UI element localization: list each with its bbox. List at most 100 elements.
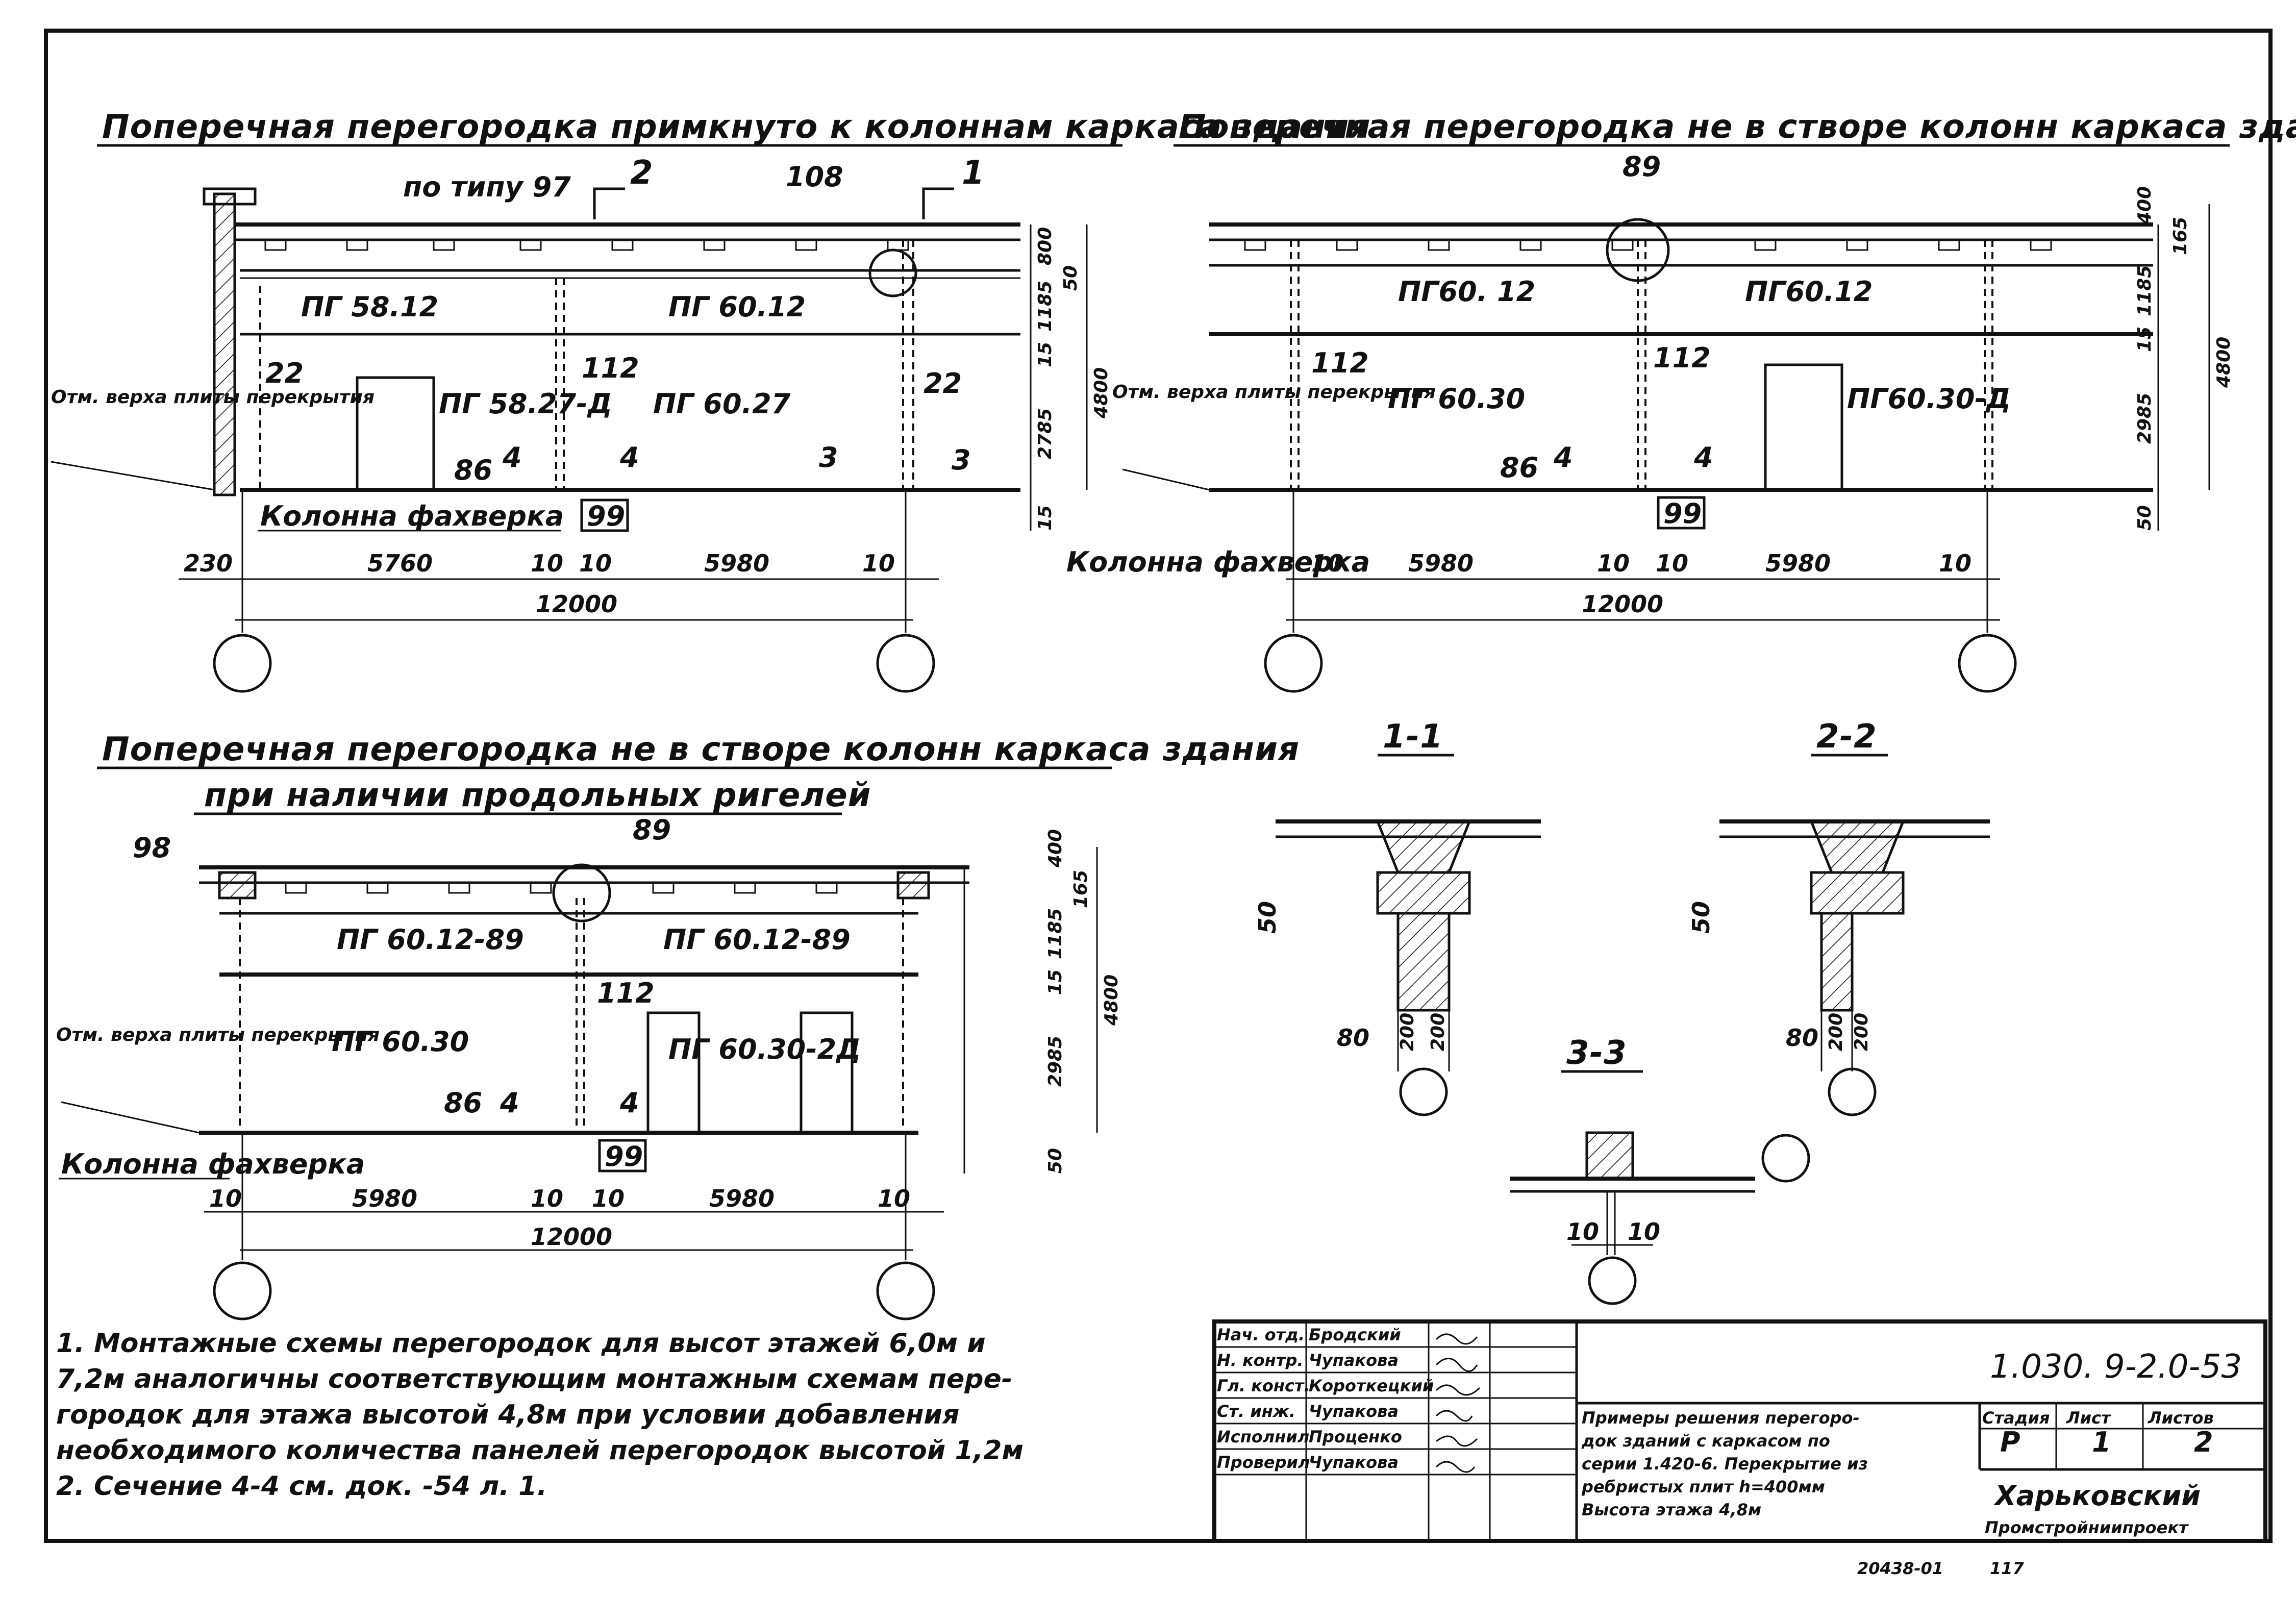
view1-mark-22-left: 22 xyxy=(265,357,304,389)
tb-name-2: Чупакова xyxy=(1309,1351,1399,1370)
view3-title-2: при наличии продольных ригелей xyxy=(204,777,871,814)
view1-panel-pg60-12: ПГ 60.12 xyxy=(668,291,806,323)
sheet-frame xyxy=(44,29,2273,1543)
view1-dim-5980: 5980 xyxy=(704,550,769,577)
view1-dim-230: 230 xyxy=(184,550,233,577)
view2-dim-5980a: 5980 xyxy=(1408,550,1474,577)
view2-dim-total: 12000 xyxy=(1582,590,1663,618)
tb-role-3: Гл. конст. xyxy=(1217,1376,1310,1395)
view2-cut-4a: 4 xyxy=(1553,441,1573,473)
view1-mark-22-right: 22 xyxy=(924,367,962,400)
sec11-dim-80: 80 xyxy=(1337,1024,1369,1052)
view3-dim-1185: 1185 xyxy=(1045,908,1066,959)
view3-door-2 xyxy=(800,1011,854,1134)
view1-cut-3a: 3 xyxy=(819,441,838,473)
view-3-partition-with-girders: Поперечная перегородка не в створе колон… xyxy=(56,731,1300,1320)
view2-title: Поперечная перегородка не в створе колон… xyxy=(1179,108,2296,146)
view3-axis-right xyxy=(876,1261,935,1320)
view1-cut-4b: 4 xyxy=(619,441,639,473)
view2-dim-400: 400 xyxy=(2134,186,2155,225)
tb-sheets-header: Листов xyxy=(2148,1408,2214,1428)
tb-doc-code: 1.030. 9-2.0-53 xyxy=(1990,1348,2242,1386)
view1-dim-total: 12000 xyxy=(536,590,617,618)
tb-page-number: 117 xyxy=(1990,1559,2025,1578)
view3-panel-pg60-30: ПГ 60.30 xyxy=(332,1026,469,1058)
view3-dim-15: 15 xyxy=(1045,969,1066,995)
sec11-dim-200a: 200 xyxy=(1397,1013,1418,1051)
view-1-partition-at-columns: Поперечная перегородка примкнуто к колон… xyxy=(51,108,1371,693)
view2-dim-5980b: 5980 xyxy=(1765,550,1831,577)
sec11-dim-200b: 200 xyxy=(1428,1013,1449,1051)
view1-mark-86: 86 xyxy=(454,454,492,486)
view3-panel-pg60-12-89b: ПГ 60.12-89 xyxy=(663,924,851,956)
tb-role-2: Н. контр. xyxy=(1217,1351,1304,1370)
view3-dim-400: 400 xyxy=(1045,829,1066,868)
view1-panel-pg58-27d: ПГ 58.27-Д xyxy=(439,388,612,420)
tb-sheet-value: 1 xyxy=(2092,1426,2111,1458)
note-1-line-2: 7,2м аналогичны соответствующим монтажны… xyxy=(56,1364,1012,1394)
view1-dim-5760: 5760 xyxy=(367,550,433,577)
view2-dim-1185: 1185 xyxy=(2134,265,2155,316)
sec33-title: 3-3 xyxy=(1566,1034,1627,1072)
tb-name-1: Бродский xyxy=(1309,1325,1401,1344)
view2-panel-pg60-30d: ПГ60.30-Д xyxy=(1847,383,2011,415)
view1-dim-15b: 15 xyxy=(1035,505,1056,531)
view-2-partition-off-columns: Поперечная перегородка не в створе колон… xyxy=(1066,108,2296,693)
sec11-axis xyxy=(1399,1067,1448,1116)
note-1-line-1: 1. Монтажные схемы перегородок для высот… xyxy=(56,1328,986,1359)
view2-mark-112a: 112 xyxy=(1311,347,1369,379)
view1-dim-15a: 15 xyxy=(1035,342,1056,367)
view1-wall xyxy=(213,192,236,496)
tb-role-4: Ст. инж. xyxy=(1217,1402,1295,1421)
tb-stage-header: Стадия xyxy=(1982,1408,2050,1428)
view2-dim-10c: 10 xyxy=(1656,550,1688,577)
view2-axis-left xyxy=(1264,634,1323,693)
view1-panel-pg60-27: ПГ 60.27 xyxy=(653,388,791,420)
view2-dim-10d: 10 xyxy=(1939,550,1971,577)
view3-axis-left xyxy=(213,1261,272,1320)
view1-callout-108: 108 xyxy=(786,161,843,193)
view1-level-label: Отм. верха плиты перекрытия xyxy=(51,387,375,408)
view1-axis-left xyxy=(213,634,272,693)
view3-dim-5980a: 5980 xyxy=(352,1185,417,1212)
view1-dim-50: 50 xyxy=(1060,265,1081,291)
view2-mark-112b: 112 xyxy=(1653,342,1711,374)
view2-panel-pg60-30: ПГ 60.30 xyxy=(1388,383,1525,415)
tb-sheets-value: 2 xyxy=(2194,1426,2213,1458)
sec22-axis xyxy=(1828,1067,1877,1116)
tb-sheet-header: Лист xyxy=(2066,1408,2112,1428)
view1-dim-10b: 10 xyxy=(579,550,612,577)
view1-title: Поперечная перегородка примкнуто к колон… xyxy=(102,108,1371,146)
view2-dim-165: 165 xyxy=(2170,217,2191,255)
view2-column-label: Колонна фахверка xyxy=(1066,546,1370,578)
tb-desc-5: Высота этажа 4,8м xyxy=(1582,1500,1761,1519)
tb-name-6: Чупакова xyxy=(1309,1453,1399,1472)
view3-mark-86: 86 xyxy=(444,1087,482,1119)
view2-dim-10b: 10 xyxy=(1597,550,1630,577)
view2-level-label: Отм. верха плиты перекрытия xyxy=(1112,382,1436,403)
tb-inventory-number: 20438-01 xyxy=(1857,1559,1943,1578)
tb-desc-3: серии 1.420-6. Перекрытие из xyxy=(1582,1454,1868,1474)
view2-dim-2985: 2985 xyxy=(2134,393,2155,444)
view2-dim-50: 50 xyxy=(2134,505,2155,531)
view3-column-label: Колонна фахверка xyxy=(61,1148,365,1180)
view3-mark-112: 112 xyxy=(597,977,655,1009)
view3-title-1: Поперечная перегородка не в створе колон… xyxy=(102,731,1300,768)
sec22-dim-80: 80 xyxy=(1786,1024,1818,1052)
tb-org-1: Харьковский xyxy=(1993,1480,2201,1512)
view1-cut-4a: 4 xyxy=(502,441,522,473)
view1-cut-2: 2 xyxy=(630,154,654,192)
sec22-dim-200b: 200 xyxy=(1851,1013,1872,1051)
view1-mark-112: 112 xyxy=(582,352,639,384)
tb-signatures xyxy=(1435,1333,1481,1473)
view1-mark-99: 99 xyxy=(587,500,625,532)
view2-panel-pg60-12a: ПГ60. 12 xyxy=(1398,276,1535,308)
view3-dim-5980b: 5980 xyxy=(709,1185,775,1212)
view1-door xyxy=(356,376,435,491)
view3-dim-50: 50 xyxy=(1045,1148,1066,1174)
view2-cut-4b: 4 xyxy=(1693,441,1713,473)
view2-callout-89-circle xyxy=(1606,218,1670,282)
view3-cut-4a: 4 xyxy=(500,1087,519,1119)
tb-name-4: Чупакова xyxy=(1309,1402,1399,1421)
